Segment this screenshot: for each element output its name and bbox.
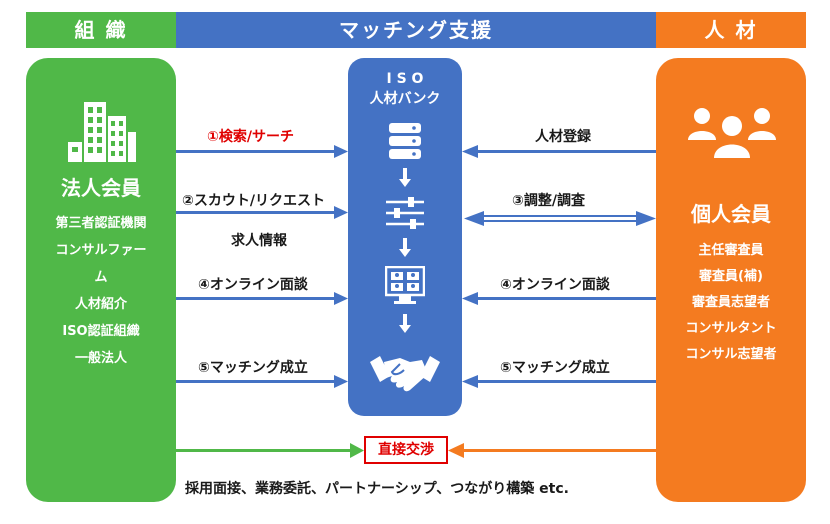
- individual-list: 主任審査員 審査員(補) 審査員志望者 コンサルタント コンサル志望者: [656, 238, 806, 368]
- arrow-direct-orange: [448, 443, 656, 458]
- list-item: 第三者認証機関: [55, 216, 147, 231]
- list-item: 審査員(補): [699, 269, 763, 284]
- header-matching-support: マッチング支援: [176, 12, 656, 48]
- list-item: ム: [94, 270, 108, 285]
- list-item: 主任審査員: [698, 243, 764, 258]
- arrow-left-online: [462, 292, 656, 305]
- organization-title: 法人会員: [61, 176, 141, 200]
- label-online-right: ④オンライン面談: [500, 277, 610, 293]
- organization-panel: 法人会員 第三者認証機関 コンサルファー ム 人材紹介 ISO認証組織 一般法人: [26, 58, 176, 502]
- direct-negotiation-box: 直接交渉: [364, 436, 448, 464]
- handshake-icon: [370, 356, 440, 392]
- label-adjust: ③調整/調査: [512, 193, 585, 209]
- individual-title: 個人会員: [691, 202, 771, 226]
- label-register: 人材登録: [535, 129, 591, 145]
- arrow-down-icon: [399, 314, 411, 333]
- arrow-right-online: [176, 292, 348, 305]
- list-item: コンサル志望者: [685, 347, 777, 362]
- arrow-right-search: [176, 145, 348, 158]
- label-job-info: 求人情報: [231, 233, 287, 249]
- arrow-direct-green: [176, 443, 364, 458]
- organization-list: 第三者認証機関 コンサルファー ム 人材紹介 ISO認証組織 一般法人: [26, 210, 176, 372]
- list-item: コンサルタント: [685, 321, 777, 336]
- arrow-left-matching: [462, 375, 656, 388]
- label-online-left: ④オンライン面談: [198, 277, 308, 293]
- list-item: ISO認証組織: [62, 324, 140, 339]
- filter-sliders-icon: [386, 197, 424, 229]
- list-item: 人材紹介: [74, 297, 127, 312]
- building-icon: [68, 102, 136, 162]
- people-group-icon: [688, 108, 776, 158]
- video-call-icon: [385, 266, 425, 304]
- label-scout: ②スカウト/リクエスト: [182, 193, 325, 209]
- bank-title-line1: I S O: [386, 71, 424, 87]
- label-matching-right: ⑤マッチング成立: [500, 360, 610, 376]
- list-item: 一般法人: [74, 351, 127, 366]
- arrow-both-adjust: [464, 211, 656, 226]
- label-matching-left: ⑤マッチング成立: [198, 360, 308, 376]
- arrow-down-icon: [399, 168, 411, 187]
- bottom-caption: 採用面接、業務委託、パートナーシップ、つながり構築 etc.: [185, 481, 569, 497]
- list-item: コンサルファー: [55, 243, 147, 258]
- label-search: ①検索/サーチ: [207, 129, 294, 145]
- header-individual: 人 材: [656, 12, 806, 48]
- talent-bank-panel: I S O 人材バンク: [348, 58, 462, 416]
- individual-panel: 個人会員 主任審査員 審査員(補) 審査員志望者 コンサルタント コンサル志望者: [656, 58, 806, 502]
- bank-title-line2: 人材バンク: [369, 91, 441, 107]
- arrow-left-register: [462, 145, 656, 158]
- list-item: 審査員志望者: [691, 295, 770, 310]
- arrow-right-matching: [176, 375, 348, 388]
- arrow-right-scout: [176, 206, 348, 219]
- arrow-down-icon: [399, 238, 411, 257]
- header-organization: 組 織: [26, 12, 176, 48]
- database-icon: [389, 123, 421, 159]
